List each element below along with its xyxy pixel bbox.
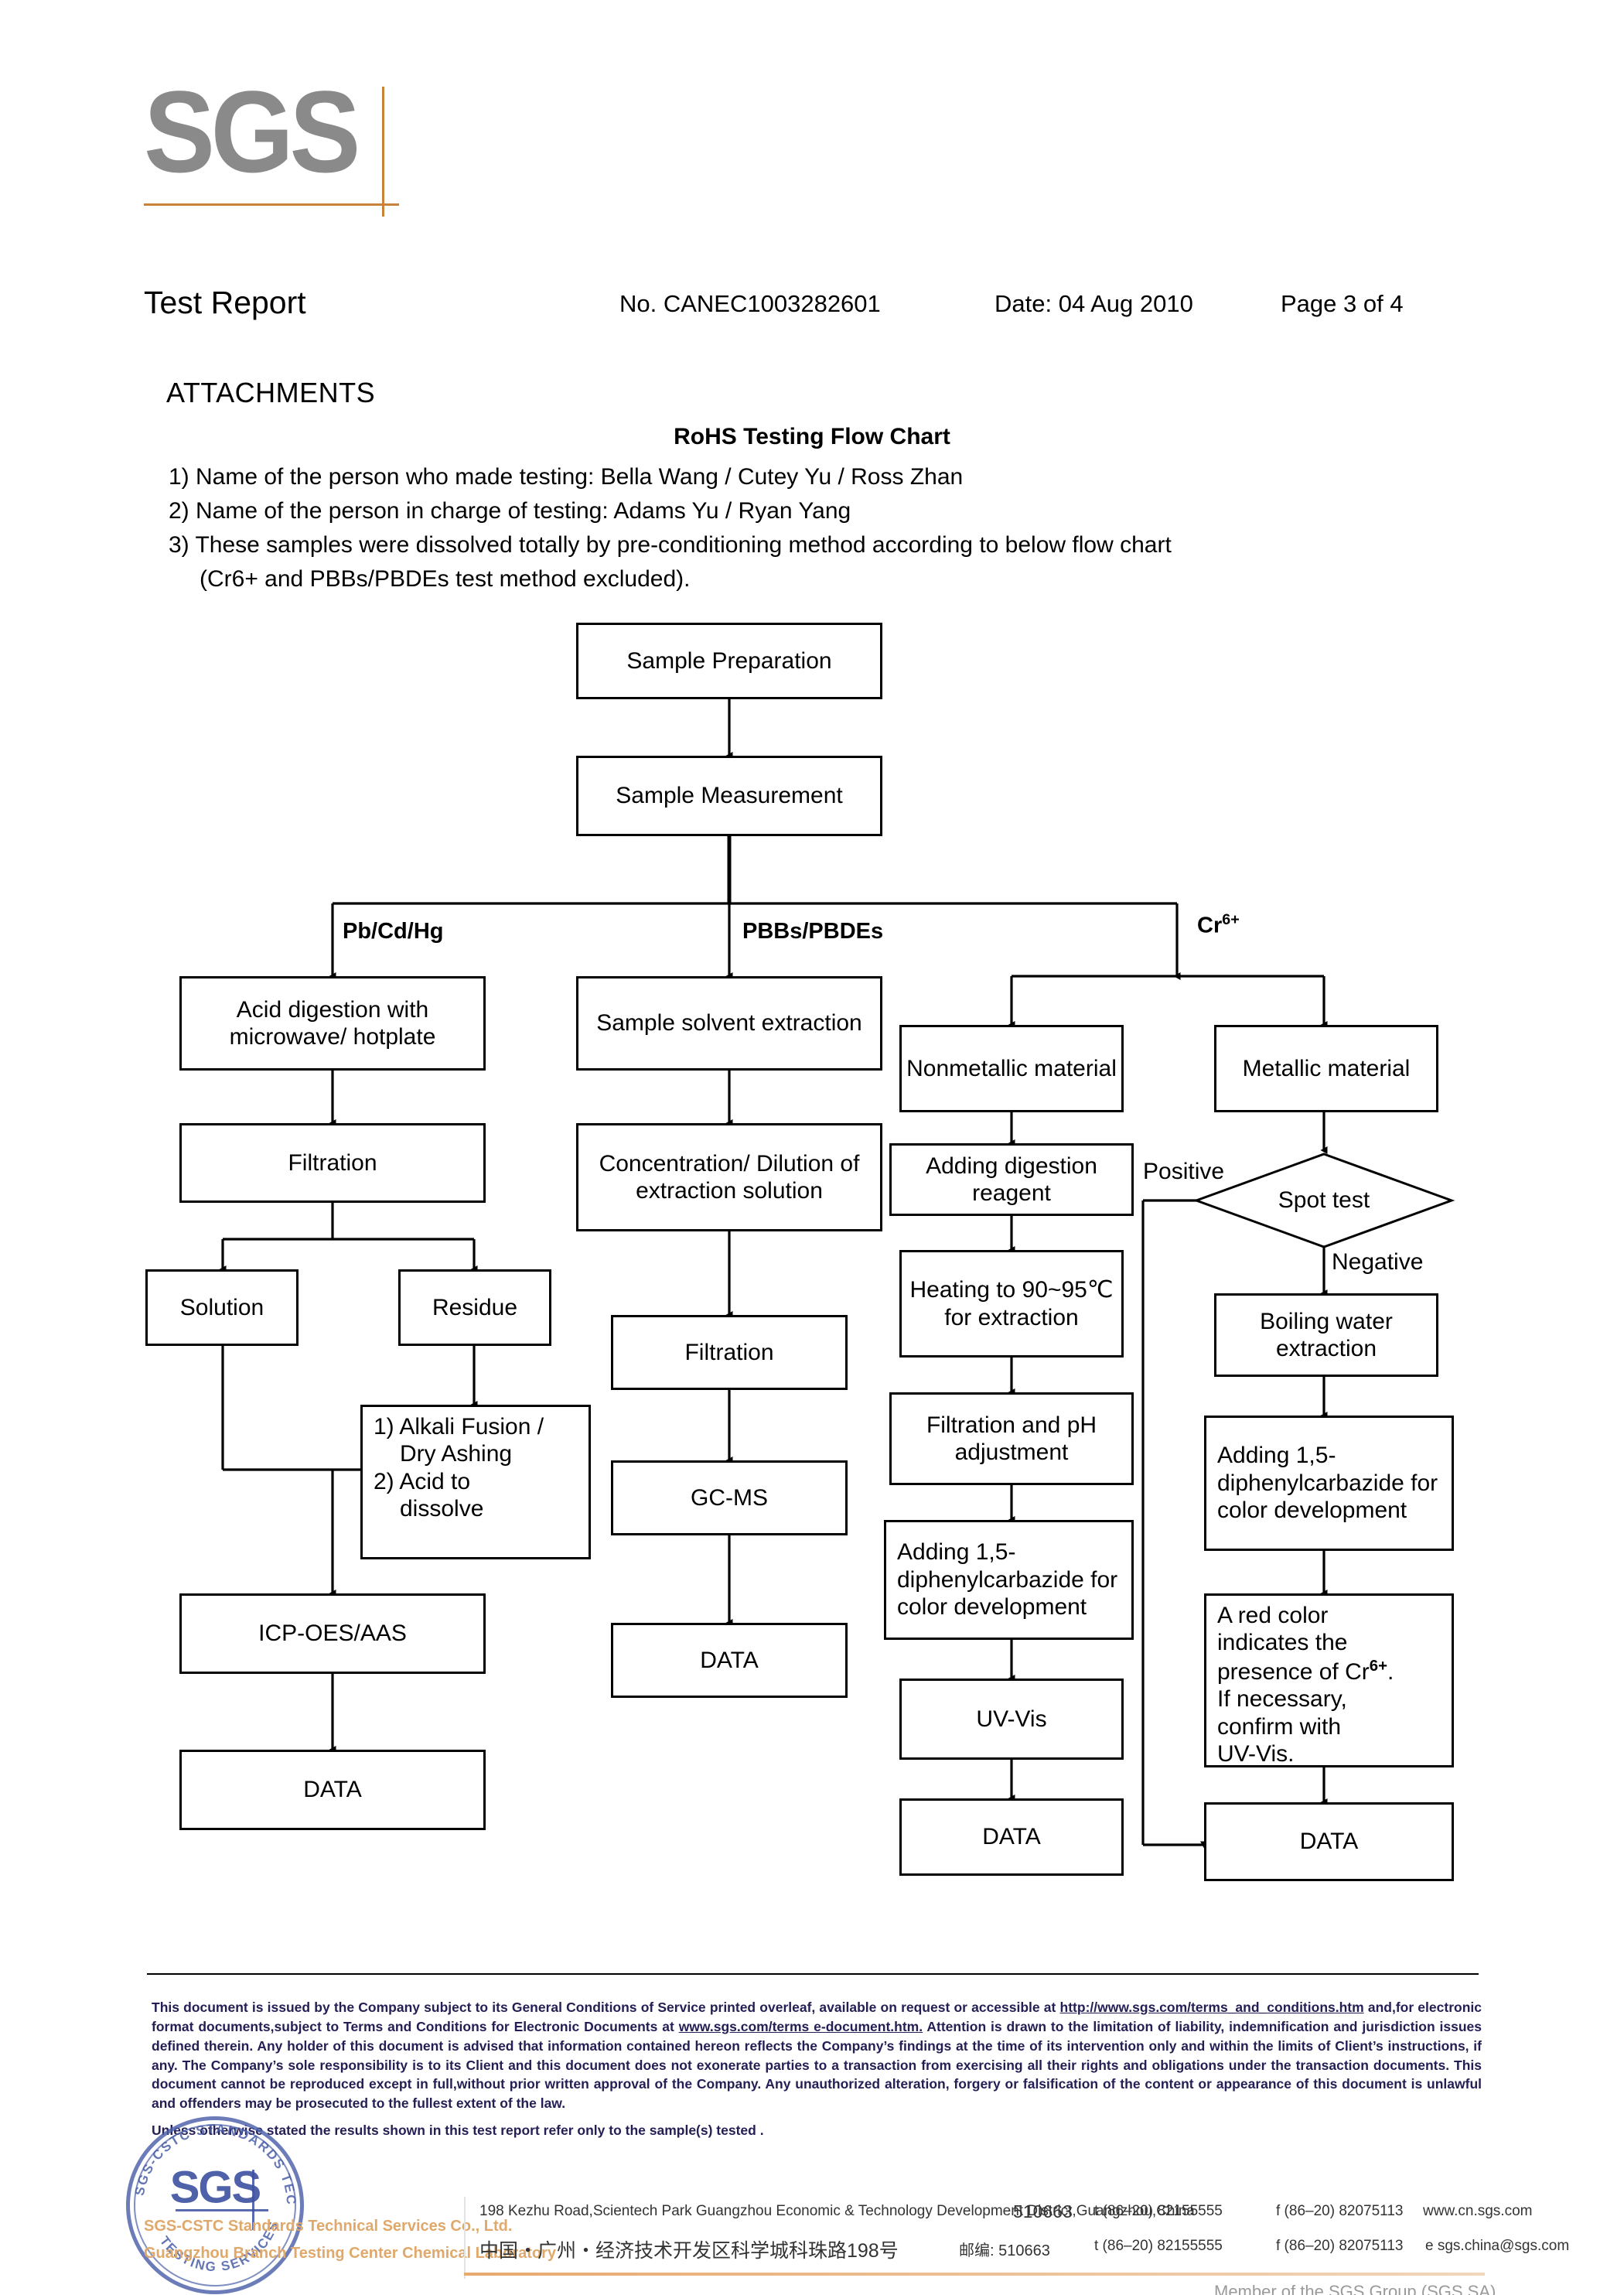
postal-code-chinese: 邮编: 510663 <box>959 2242 1050 2259</box>
sgs-logo: SGS <box>144 73 469 228</box>
fax-english: f (86–20) 82075113 <box>1276 2203 1404 2219</box>
address-chinese: 中国・广州・经济技术开发区科学城科珠路198号 <box>479 2240 899 2262</box>
flow-box-uv-vis: UV-Vis <box>899 1679 1124 1760</box>
alkali-line-3: 2) Acid to <box>374 1468 471 1494</box>
legal-link-terms[interactable]: http://www.sgs.com/terms_and_conditions.… <box>1059 2000 1364 2015</box>
flow-box-solution: Solution <box>145 1269 299 1346</box>
address-english: 198 Kezhu Road,Scientech Park Guangzhou … <box>479 2203 1195 2219</box>
flow-box-heating-extraction: Heating to 90~95℃ for extraction <box>899 1250 1124 1358</box>
spot-test-label: Spot test <box>1278 1187 1370 1213</box>
branch-label-chromium-text: Cr <box>1197 913 1223 938</box>
flow-box-gc-ms: GC-MS <box>611 1460 848 1535</box>
flow-box-boiling-water-extraction: Boiling water extraction <box>1214 1293 1438 1377</box>
flow-box-data-metallic: DATA <box>1204 1802 1454 1881</box>
seal-arc-top-label: SGS-CSTC STANDARDS TECHNICAL SERVICES CO… <box>126 2116 299 2206</box>
report-header: Test Report No. CANEC1003282601 Date: 04… <box>144 285 1482 323</box>
sgs-logo-text: SGS <box>144 67 360 196</box>
website-link[interactable]: www.cn.sgs.com <box>1423 2203 1533 2219</box>
attachments-heading: ATTACHMENTS <box>166 377 376 408</box>
red-color-line-1: A red color <box>1217 1603 1329 1628</box>
telephone-chinese: t (86–20) 82155555 <box>1094 2238 1223 2254</box>
red-color-line-3: presence of Cr6+. <box>1217 1657 1394 1685</box>
flow-decision-spot-test: Spot test <box>1196 1154 1452 1247</box>
flow-box-alkali-fusion: 1) Alkali Fusion / Dry Ashing 2) Acid to… <box>360 1405 591 1559</box>
flow-box-acid-digestion: Acid digestion with microwave/ hotplate <box>179 976 486 1071</box>
flow-box-residue: Residue <box>398 1269 551 1346</box>
footer-accent-rule <box>464 2273 1485 2276</box>
edge-label-negative: Negative <box>1332 1249 1424 1275</box>
company-name-line-2: Guangzhou Branch Testing Center Chemical… <box>144 2245 557 2262</box>
page-title: Test Report <box>144 285 306 320</box>
logo-horizontal-rule <box>144 203 399 206</box>
sgs-seal-stamp: SGS SGS-CSTC STANDARDS TECHNICAL SERVICE… <box>126 2116 304 2294</box>
flow-box-concentration-dilution: Concentration/ Dilution of extraction so… <box>576 1123 882 1231</box>
red-color-line-2: indicates the <box>1217 1630 1348 1656</box>
page-number: Page 3 of 4 <box>1281 290 1404 317</box>
flow-box-metallic-material: Metallic material <box>1214 1025 1438 1112</box>
legal-link-edoc[interactable]: www.sgs.com/terms e-document.htm. <box>678 2018 923 2034</box>
telephone-english: t (86–20) 82155555 <box>1094 2203 1223 2219</box>
flow-box-color-development-nonmetallic: Adding 1,5-diphenylcarbazide for color d… <box>884 1520 1134 1640</box>
seal-inner-ring <box>134 2124 296 2286</box>
branch-label-pbbs-pbdes: PBBs/PBDEs <box>742 919 884 944</box>
flow-box-data-flame: DATA <box>611 1623 848 1698</box>
alkali-line-4: dissolve <box>400 1496 484 1522</box>
legal-part-1: This document is issued by the Company s… <box>152 2000 1060 2015</box>
flow-box-sample-measurement: Sample Measurement <box>576 756 882 836</box>
branch-label-chromium: Cr6+ <box>1197 911 1240 939</box>
alkali-line-1: 1) Alkali Fusion / <box>374 1414 544 1439</box>
flowchart-title: RoHS Testing Flow Chart <box>674 424 950 449</box>
edge-label-positive: Positive <box>1143 1159 1225 1184</box>
member-of-sgs-group: Member of the SGS Group (SGS SA) <box>1214 2282 1496 2295</box>
footer-divider <box>147 1973 1479 1975</box>
seal-arc-text: SGS-CSTC STANDARDS TECHNICAL SERVICES CO… <box>126 2116 299 2274</box>
flow-box-red-color-result: A red color indicates the presence of Cr… <box>1204 1593 1454 1767</box>
legal-part-2: and,for electronic format documents,subj… <box>152 2000 1482 2034</box>
report-date: Date: 04 Aug 2010 <box>995 290 1193 317</box>
flow-box-filtration-metals: Filtration <box>179 1123 486 1203</box>
attachment-note-1: 1) Name of the person who made testing: … <box>169 464 964 490</box>
red-color-line-6: UV-Vis. <box>1217 1740 1295 1767</box>
flow-box-color-development-metallic: Adding 1,5-diphenylcarbazide for color d… <box>1204 1416 1454 1551</box>
flow-box-nonmetallic-material: Nonmetallic material <box>899 1025 1124 1112</box>
company-name-line-1: SGS-CSTC Standards Technical Services Co… <box>144 2218 513 2235</box>
legal-disclaimer: This document is issued by the Company s… <box>152 1998 1482 2113</box>
flow-box-filtration-ph-adjustment: Filtration and pH adjustment <box>889 1392 1134 1485</box>
flow-box-sample-preparation: Sample Preparation <box>576 623 882 699</box>
legal-sample-note: Unless otherwise stated the results show… <box>152 2123 764 2138</box>
branch-label-metals: Pb/Cd/Hg <box>343 919 444 944</box>
flow-box-data-nonmetallic: DATA <box>899 1798 1124 1876</box>
flow-box-icp-oes-aas: ICP-OES/AAS <box>179 1593 486 1674</box>
alkali-line-2: Dry Ashing <box>400 1441 513 1467</box>
attachment-note-3-cont: (Cr6+ and PBBs/PBDEs test method exclude… <box>200 566 691 592</box>
legal-part-3: Attention is drawn to the limitation of … <box>152 2018 1482 2112</box>
postal-code-english: 510663 <box>1013 2201 1073 2222</box>
address-divider <box>464 2197 466 2279</box>
seal-vertical-rule <box>252 2170 255 2231</box>
branch-label-chromium-sup: 6+ <box>1222 911 1240 928</box>
attachment-note-3: 3) These samples were dissolved totally … <box>169 532 1172 558</box>
red-color-line-5: confirm with <box>1217 1713 1342 1740</box>
red-color-line-4: If necessary, <box>1217 1686 1347 1713</box>
fax-chinese: f (86–20) 82075113 <box>1276 2238 1404 2254</box>
red-color-period: . <box>1387 1658 1394 1685</box>
red-color-sup: 6+ <box>1369 1657 1388 1675</box>
flow-box-adding-digestion-reagent: Adding digestion reagent <box>889 1143 1134 1216</box>
red-color-line-3-text: presence of Cr <box>1217 1658 1370 1685</box>
report-number: No. CANEC1003282601 <box>619 290 881 317</box>
seal-outer-ring <box>126 2116 304 2294</box>
flow-box-data-metals: DATA <box>179 1750 486 1830</box>
flow-box-filtration-flame: Filtration <box>611 1315 848 1390</box>
flow-box-sample-solvent-extraction: Sample solvent extraction <box>576 976 882 1071</box>
seal-underline <box>176 2208 268 2211</box>
seal-sgs-text: SGS <box>169 2162 261 2213</box>
email-link[interactable]: e sgs.china@sgs.com <box>1425 2238 1570 2254</box>
logo-vertical-rule <box>382 87 384 217</box>
attachment-note-2: 2) Name of the person in charge of testi… <box>169 498 851 524</box>
